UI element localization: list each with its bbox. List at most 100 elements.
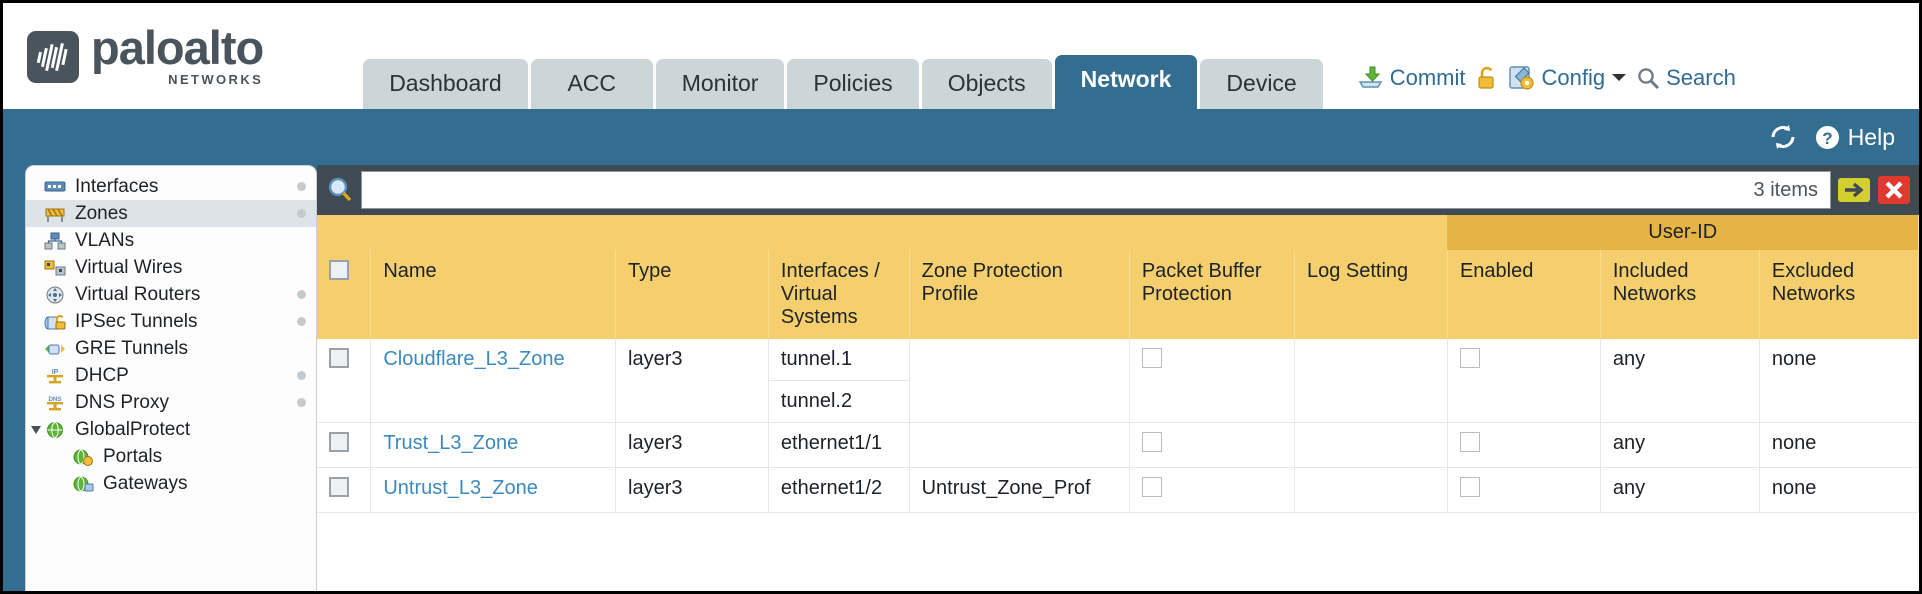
sidebar-label: VLANs — [75, 229, 135, 251]
status-dot — [297, 209, 306, 218]
cell-type: layer3 — [615, 339, 769, 423]
status-dot — [297, 290, 306, 299]
column-header-zone-protection-profile[interactable]: Zone Protection Profile — [909, 250, 1130, 339]
dns-proxy-icon: DNS — [44, 394, 66, 412]
status-dot — [297, 398, 306, 407]
tab-acc[interactable]: ACC — [530, 59, 653, 109]
column-header-log-setting[interactable]: Log Setting — [1294, 250, 1448, 339]
gateways-icon — [72, 475, 94, 493]
ipsec-tunnels-icon — [44, 313, 66, 331]
column-header-excluded-networks[interactable]: Excluded Networks — [1759, 250, 1919, 339]
sidebar-item-dns-proxy[interactable]: DNS DNS Proxy — [26, 389, 316, 416]
sidebar-item-virtual-routers[interactable]: Virtual Routers — [26, 281, 316, 308]
portals-icon — [72, 448, 94, 466]
search-icon — [1636, 66, 1660, 90]
dhcp-icon: IP — [44, 367, 66, 385]
cell-name: Trust_L3_Zone — [370, 422, 616, 468]
select-all-checkbox[interactable] — [329, 260, 349, 280]
clear-x-icon[interactable] — [1877, 173, 1911, 207]
virtual-routers-icon — [44, 286, 66, 304]
user-id-enabled-checkbox[interactable] — [1459, 348, 1480, 368]
cell-included-networks: any — [1600, 467, 1760, 513]
sidebar-item-interfaces[interactable]: Interfaces — [26, 173, 316, 200]
column-header-enabled[interactable]: Enabled — [1447, 250, 1601, 339]
tab-policies[interactable]: Policies — [787, 59, 919, 109]
cell-log-setting — [1294, 467, 1448, 513]
svg-text:DNS: DNS — [48, 396, 61, 403]
sidebar-item-ipsec-tunnels[interactable]: IPSec Tunnels — [26, 308, 316, 335]
tab-network[interactable]: Network — [1054, 55, 1198, 109]
sidebar-label: Zones — [75, 202, 128, 224]
apply-arrow-icon[interactable] — [1837, 173, 1871, 207]
expander-triangle-icon[interactable] — [31, 425, 41, 434]
help-button[interactable]: ? Help — [1814, 124, 1895, 151]
packet-buffer-protection-checkbox[interactable] — [1141, 477, 1162, 497]
search-magnifier-icon[interactable] — [325, 175, 355, 205]
cell-name: Cloudflare_L3_Zone — [370, 339, 616, 423]
sidebar-label: Portals — [103, 445, 163, 467]
zone-name-link[interactable]: Untrust_L3_Zone — [383, 477, 538, 499]
app-body: Interfaces Zones VLANs Vir — [3, 165, 1919, 591]
tab-monitor[interactable]: Monitor — [655, 59, 785, 109]
table-header-row: Name Type Interfaces / Virtual Systems Z… — [317, 250, 1919, 339]
select-all-header — [317, 250, 372, 339]
globalprotect-icon — [44, 421, 66, 439]
sidebar-item-virtual-wires[interactable]: Virtual Wires — [26, 254, 316, 281]
column-header-name[interactable]: Name — [370, 250, 616, 339]
help-label: Help — [1847, 123, 1895, 150]
zone-name-link[interactable]: Cloudflare_L3_Zone — [383, 348, 565, 370]
sidebar-item-gateways[interactable]: Gateways — [26, 470, 316, 497]
column-header-interfaces[interactable]: Interfaces / Virtual Systems — [768, 250, 910, 339]
sidebar-item-vlans[interactable]: VLANs — [26, 227, 316, 254]
svg-text:?: ? — [1822, 129, 1832, 148]
zones-table-container: User-ID Name Type Interfaces / Virtual S… — [317, 215, 1919, 591]
zone-name-link[interactable]: Trust_L3_Zone — [383, 432, 519, 454]
packet-buffer-protection-checkbox[interactable] — [1141, 348, 1162, 368]
tab-dashboard[interactable]: Dashboard — [363, 59, 528, 109]
row-checkbox[interactable] — [329, 477, 349, 497]
search-button[interactable]: Search — [1636, 65, 1736, 91]
cell-log-setting — [1294, 422, 1448, 468]
search-input[interactable]: 3 items — [361, 171, 1831, 209]
status-dot — [297, 371, 306, 380]
table-row[interactable]: Cloudflare_L3_Zone layer3 tunnel.1 tunne… — [317, 339, 1919, 423]
cell-packet-buffer-protection — [1129, 339, 1295, 423]
user-id-enabled-checkbox[interactable] — [1459, 477, 1480, 497]
svg-text:IP: IP — [52, 369, 59, 376]
config-icon — [1508, 64, 1536, 91]
commit-button[interactable]: Commit — [1357, 64, 1466, 91]
table-group-header-row: User-ID — [317, 215, 1919, 250]
lock-button[interactable] — [1475, 65, 1499, 91]
sidebar-item-globalprotect[interactable]: GlobalProtect — [26, 416, 316, 443]
user-id-enabled-checkbox[interactable] — [1459, 432, 1480, 452]
column-header-type[interactable]: Type — [615, 250, 769, 339]
sidebar-label: DHCP — [75, 364, 129, 386]
sidebar-label: GRE Tunnels — [75, 337, 188, 359]
sidebar-item-zones[interactable]: Zones — [26, 200, 316, 227]
table-row[interactable]: Untrust_L3_Zone layer3 ethernet1/2 Untru… — [317, 467, 1919, 513]
packet-buffer-protection-checkbox[interactable] — [1141, 432, 1162, 452]
cell-interfaces: ethernet1/2 — [768, 467, 910, 513]
table-row[interactable]: Trust_L3_Zone layer3 ethernet1/1 — [317, 422, 1919, 468]
tab-objects[interactable]: Objects — [921, 59, 1052, 109]
row-checkbox[interactable] — [329, 348, 349, 368]
group-spacer — [317, 215, 1448, 250]
sidebar-label: GlobalProtect — [75, 418, 191, 440]
cell-interfaces: ethernet1/1 — [768, 422, 910, 468]
search-label: Search — [1666, 64, 1736, 90]
tab-device[interactable]: Device — [1200, 59, 1323, 109]
cell-packet-buffer-protection — [1129, 467, 1295, 513]
sidebar-item-gre-tunnels[interactable]: GRE Tunnels — [26, 335, 316, 362]
sidebar-item-portals[interactable]: Portals — [26, 443, 316, 470]
group-header-user-id: User-ID — [1447, 215, 1919, 250]
row-checkbox[interactable] — [329, 432, 349, 452]
column-header-packet-buffer-protection[interactable]: Packet Buffer Protection — [1129, 250, 1295, 339]
sidebar-item-dhcp[interactable]: IP DHCP — [26, 362, 316, 389]
interfaces-icon — [44, 178, 66, 196]
cell-user-id-enabled — [1447, 422, 1601, 468]
column-header-included-networks[interactable]: Included Networks — [1600, 250, 1760, 339]
app-header: paloalto NETWORKS Dashboard ACC Monitor … — [3, 3, 1919, 109]
refresh-icon[interactable] — [1768, 124, 1798, 150]
config-menu[interactable]: Config — [1508, 64, 1628, 91]
